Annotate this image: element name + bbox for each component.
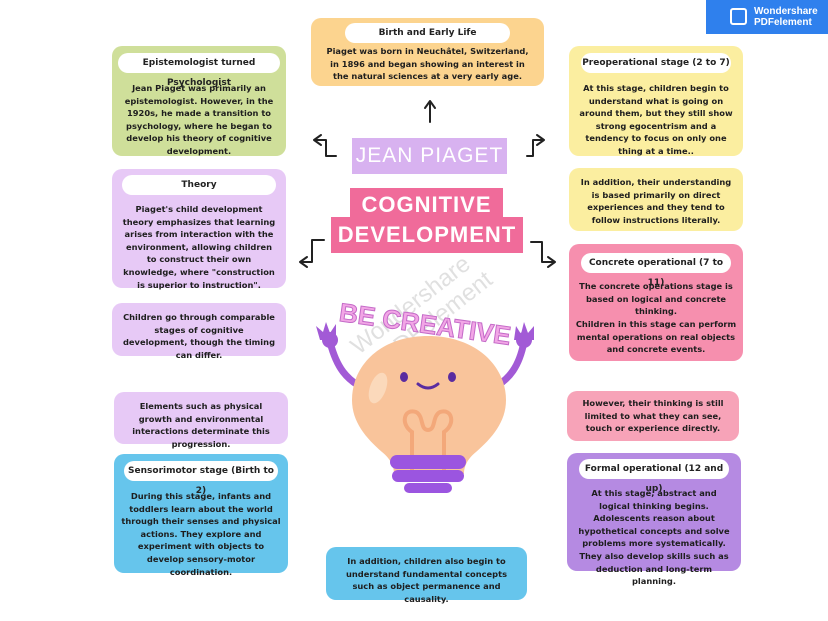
bulb-eye-left — [400, 372, 408, 382]
theory-card: Theory Piaget's child development theory… — [112, 169, 286, 290]
title-cognitive: COGNITIVE — [350, 188, 503, 222]
bulb-base — [390, 455, 466, 493]
sensorimotor-text: During this stage, infants and toddlers … — [121, 491, 281, 577]
birth-text: Piaget was born in Neuchâtel, Switzerlan… — [326, 46, 529, 82]
theory-title: Theory — [122, 175, 276, 195]
bulb-eye-right — [448, 372, 456, 382]
theory-text: Piaget's child development theory emphas… — [122, 204, 276, 290]
preop-note-text: In addition, their understanding is base… — [580, 177, 732, 225]
preoperational-text: At this stage, children begin to underst… — [579, 83, 733, 156]
formal-title: Formal operational (12 and up) — [579, 459, 729, 494]
preop-note-card: In addition, their understanding is base… — [569, 168, 743, 231]
pdfelement-logo-icon — [730, 8, 747, 25]
formal-text: At this stage, abstract and logical thin… — [578, 488, 730, 587]
concrete-note-card: However, their thinking is still limited… — [567, 391, 739, 441]
bulb-hands — [316, 322, 534, 348]
preoperational-title: Preoperational stage (2 to 7) — [581, 53, 731, 73]
concrete-text-1: The concrete operations stage is based o… — [579, 281, 733, 317]
arrow-lower-right-icon — [530, 241, 556, 268]
title-jean-piaget: JEAN PIAGET — [352, 138, 507, 174]
banner-brand: Wondershare — [754, 6, 818, 17]
stages-note-text: Children go through comparable stages of… — [122, 312, 276, 360]
permanence-card: In addition, children also begin to unde… — [326, 547, 527, 604]
sensorimotor-title: Sensorimotor stage (Birth to 2) — [124, 461, 278, 496]
banner-product: PDFelement — [754, 17, 812, 28]
bulb-glass — [352, 336, 506, 474]
concrete-card: Concrete operational (7 to 11) The concr… — [569, 244, 743, 361]
sensorimotor-card: Sensorimotor stage (Birth to 2) During t… — [114, 454, 288, 577]
formal-card: Formal operational (12 and up) At this s… — [567, 453, 741, 586]
epistemologist-text: Jean Piaget was primarily an epistemolog… — [124, 83, 274, 156]
elements-note-card: Elements such as physical growth and env… — [114, 392, 288, 449]
concrete-text-2: Children in this stage can perform menta… — [575, 319, 737, 355]
bulb-highlight — [368, 372, 388, 404]
bulb-filament — [402, 409, 454, 472]
birth-title: Birth and Early Life — [345, 23, 510, 43]
birth-card: Birth and Early Life Piaget was born in … — [311, 18, 544, 86]
concrete-title: Concrete operational (7 to 11) — [581, 253, 731, 288]
concrete-note-text: However, their thinking is still limited… — [582, 398, 724, 434]
arrow-upper-right-icon — [526, 134, 545, 157]
epistemologist-card: Epistemologist turned Psychologist Jean … — [112, 46, 286, 156]
stages-note-card: Children go through comparable stages of… — [112, 303, 286, 360]
arrow-upper-left-icon — [313, 134, 337, 157]
permanence-text: In addition, children also begin to unde… — [345, 556, 508, 604]
elements-note-text: Elements such as physical growth and env… — [132, 401, 270, 449]
arrow-lower-left-icon — [299, 239, 325, 268]
title-development: DEVELOPMENT — [331, 217, 523, 253]
epistemologist-title: Epistemologist turned Psychologist — [118, 53, 280, 88]
bulb-smile — [416, 382, 440, 390]
pdfelement-banner[interactable]: Wondershare PDFelement — [706, 0, 828, 34]
arrow-up-icon — [424, 100, 436, 123]
preoperational-card: Preoperational stage (2 to 7) At this st… — [569, 46, 743, 156]
